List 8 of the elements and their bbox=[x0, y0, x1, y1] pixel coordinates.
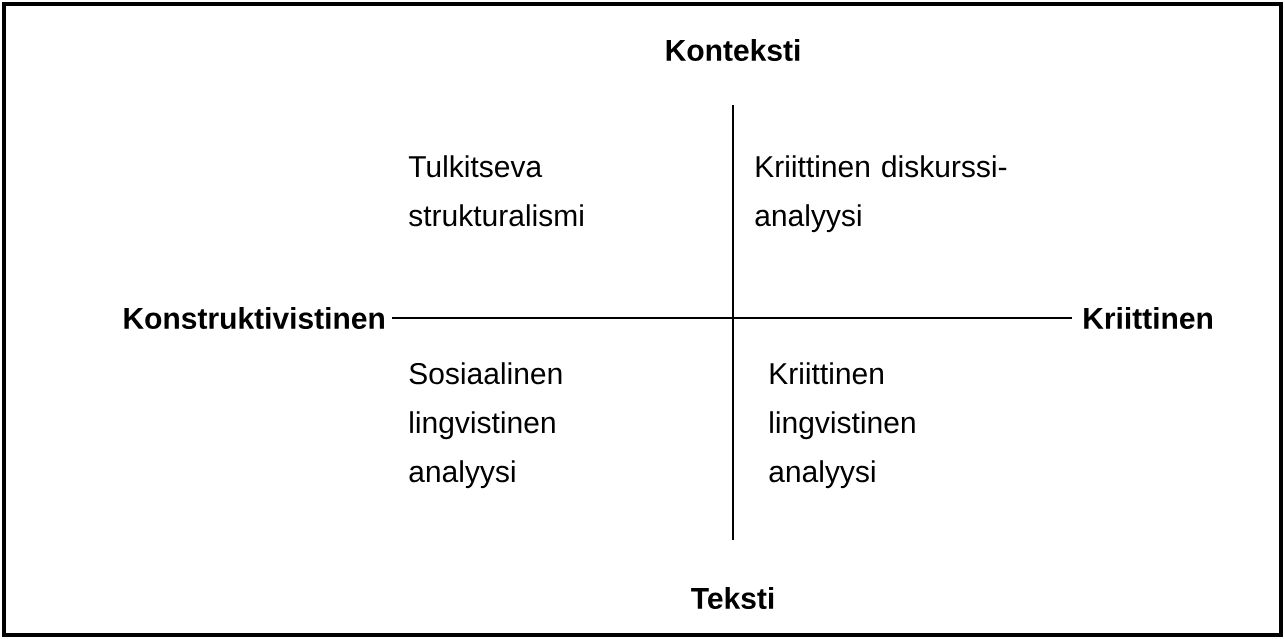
axis-label: Konteksti bbox=[666, 39, 800, 61]
axis-label: Konstruktivistinen bbox=[124, 307, 384, 329]
quadrant-label: Kriittinen lingvistinen analyysi bbox=[769, 362, 915, 489]
quadrant-label: Sosiaalinen lingvistinen analyysi bbox=[409, 362, 562, 489]
axis-label: Teksti bbox=[691, 587, 774, 609]
quadrant-label: Tulkitseva strukturalismi bbox=[408, 155, 583, 227]
axis-label: Kriittinen bbox=[1084, 307, 1212, 329]
quadrant-label: Kriittinen diskurssi-analyysi bbox=[755, 155, 1007, 233]
